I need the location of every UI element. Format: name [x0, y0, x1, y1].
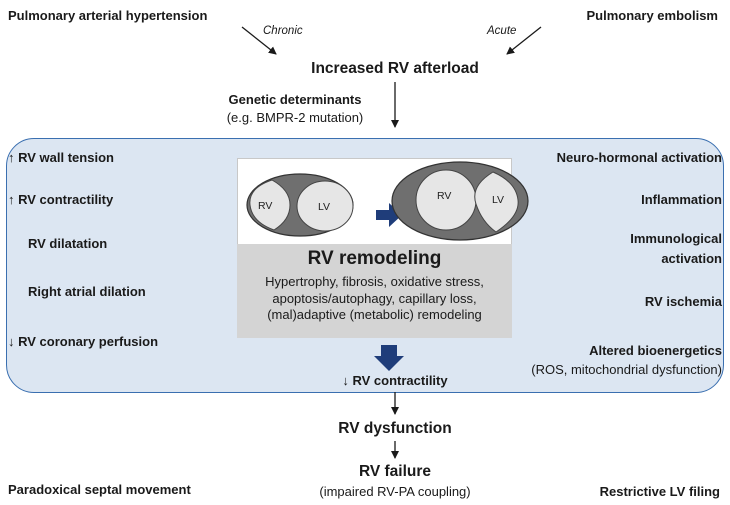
remodeled-heart-icon [391, 161, 529, 241]
pulmonary-arterial-hypertension-label: Pulmonary arterial hypertension [8, 8, 208, 23]
rv-failure-subtitle: (impaired RV-PA coupling) [319, 484, 471, 499]
chronic-label: Chronic [263, 25, 303, 37]
increased-wall-tension-label: ↑ RV wall tension [8, 150, 114, 165]
activation-label: activation [661, 251, 722, 266]
right-atrial-dilation-label: Right atrial dilation [28, 284, 146, 299]
immunological-label: Immunological [630, 231, 722, 246]
increased-contractility-label: ↑ RV contractility [8, 192, 114, 207]
neuro-hormonal-activation-label: Neuro-hormonal activation [556, 150, 722, 165]
rv-remodeling-title: RV remodeling [307, 248, 442, 269]
acute-label: Acute [487, 25, 517, 37]
chronic-arrow [241, 26, 277, 55]
restrictive-lv-filling-label: Restrictive LV filing [599, 484, 720, 499]
genetic-determinants-example: (e.g. BMPR-2 mutation) [226, 110, 364, 125]
remodeled-rv-label: RV [437, 190, 451, 202]
rv-failure-label: RV failure [358, 463, 432, 480]
normal-lv-label: LV [318, 201, 330, 213]
rv-dysfunction-label: RV dysfunction [338, 420, 452, 437]
rv-remodeling-description: Hypertrophy, fibrosis, oxidative stress,… [265, 274, 484, 323]
normal-heart-icon [246, 173, 354, 237]
genetic-determinants-title: Genetic determinants [228, 92, 362, 107]
altered-bioenergetics-label: Altered bioenergetics [589, 343, 722, 358]
normal-rv-label: RV [258, 200, 272, 212]
remodeling-down-arrow [374, 345, 404, 371]
paradoxical-septal-movement-label: Paradoxical septal movement [8, 482, 191, 497]
rv-dilatation-label: RV dilatation [28, 236, 108, 251]
increased-afterload-label: Increased RV afterload [311, 60, 479, 77]
inflammation-label: Inflammation [641, 192, 722, 207]
rv-ischemia-label: RV ischemia [644, 294, 722, 309]
decreased-contractility-label: ↓ RV contractility [342, 373, 448, 388]
remodeling-description-box [237, 244, 512, 338]
decreased-coronary-perfusion-label: ↓ RV coronary perfusion [8, 334, 159, 349]
remodeled-lv-label: LV [492, 194, 504, 206]
acute-arrow [506, 26, 542, 55]
pulmonary-embolism-label: Pulmonary embolism [586, 8, 718, 23]
ros-mitochondrial-label: (ROS, mitochondrial dysfunction) [531, 362, 722, 377]
